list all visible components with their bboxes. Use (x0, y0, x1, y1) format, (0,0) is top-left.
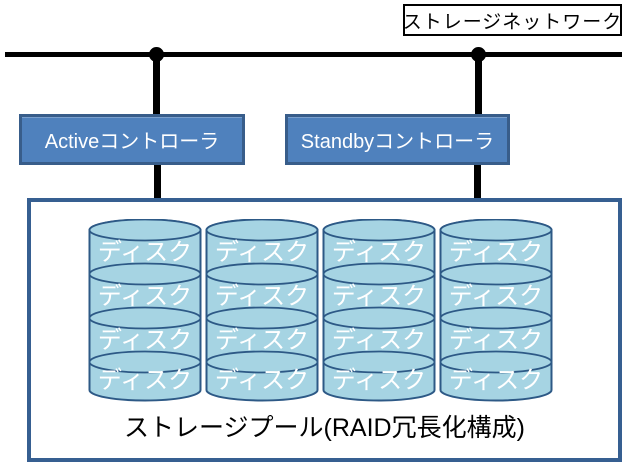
disk-stack-4: ディスク ディスク ディスク ディスク (439, 219, 553, 402)
disk-label: ディスク (332, 239, 426, 266)
disk-rim (439, 262, 553, 286)
connector-network-to-standby (475, 56, 482, 114)
disk-label: ディスク (215, 327, 309, 354)
disk-label: ディスク (215, 239, 309, 266)
disk-rim (88, 306, 202, 330)
disk-grid: ディスク ディスク ディスク ディスク ディスク ディスク ディスク ディスク … (88, 219, 553, 403)
connector-standby-to-pool (474, 164, 481, 201)
network-junction-dot-active (149, 47, 164, 62)
disk-rim (322, 262, 436, 286)
connector-network-to-active (153, 56, 160, 114)
disk-rim (205, 350, 319, 374)
disk-label: ディスク (449, 327, 543, 354)
disk-rim (322, 219, 436, 242)
disk-stack-2: ディスク ディスク ディスク ディスク (205, 219, 319, 402)
connector-active-to-pool (154, 164, 161, 201)
disk-label: ディスク (332, 367, 426, 394)
disk-rim (439, 306, 553, 330)
disk-rim (322, 306, 436, 330)
disk-stack-3: ディスク ディスク ディスク ディスク (322, 219, 436, 402)
active-controller-box: Activeコントローラ (19, 114, 245, 165)
disk-rim (439, 350, 553, 374)
standby-controller-box: Standbyコントローラ (285, 114, 510, 165)
disk-rim (88, 262, 202, 286)
network-bus-line (5, 52, 622, 57)
disk-label: ディスク (98, 283, 192, 310)
standby-controller-label: Standbyコントローラ (300, 131, 495, 153)
network-junction-dot-standby (471, 47, 486, 62)
disk-label: ディスク (98, 367, 192, 394)
disk-rim (322, 350, 436, 374)
disk-label: ディスク (215, 367, 309, 394)
disk-label: ディスク (332, 327, 426, 354)
disk-label: ディスク (449, 239, 543, 266)
disk-rim (88, 219, 202, 242)
disk-label: ディスク (449, 367, 543, 394)
disk-label: ディスク (215, 283, 309, 310)
disk-rim (439, 219, 553, 242)
network-label-box: ストレージネットワーク (403, 4, 622, 36)
disk-rim (88, 350, 202, 374)
disk-label: ディスク (98, 327, 192, 354)
disk-stack-1: ディスク ディスク ディスク ディスク (88, 219, 202, 402)
disk-label: ディスク (98, 239, 192, 266)
network-label: ストレージネットワーク (402, 11, 623, 33)
storage-pool-caption: ストレージプール(RAID冗長化構成) (124, 414, 525, 442)
disk-rim (205, 219, 319, 242)
active-controller-label: Activeコントローラ (44, 131, 220, 153)
disk-rim (205, 306, 319, 330)
disk-label: ディスク (449, 283, 543, 310)
disk-rim (205, 262, 319, 286)
disk-label: ディスク (332, 283, 426, 310)
